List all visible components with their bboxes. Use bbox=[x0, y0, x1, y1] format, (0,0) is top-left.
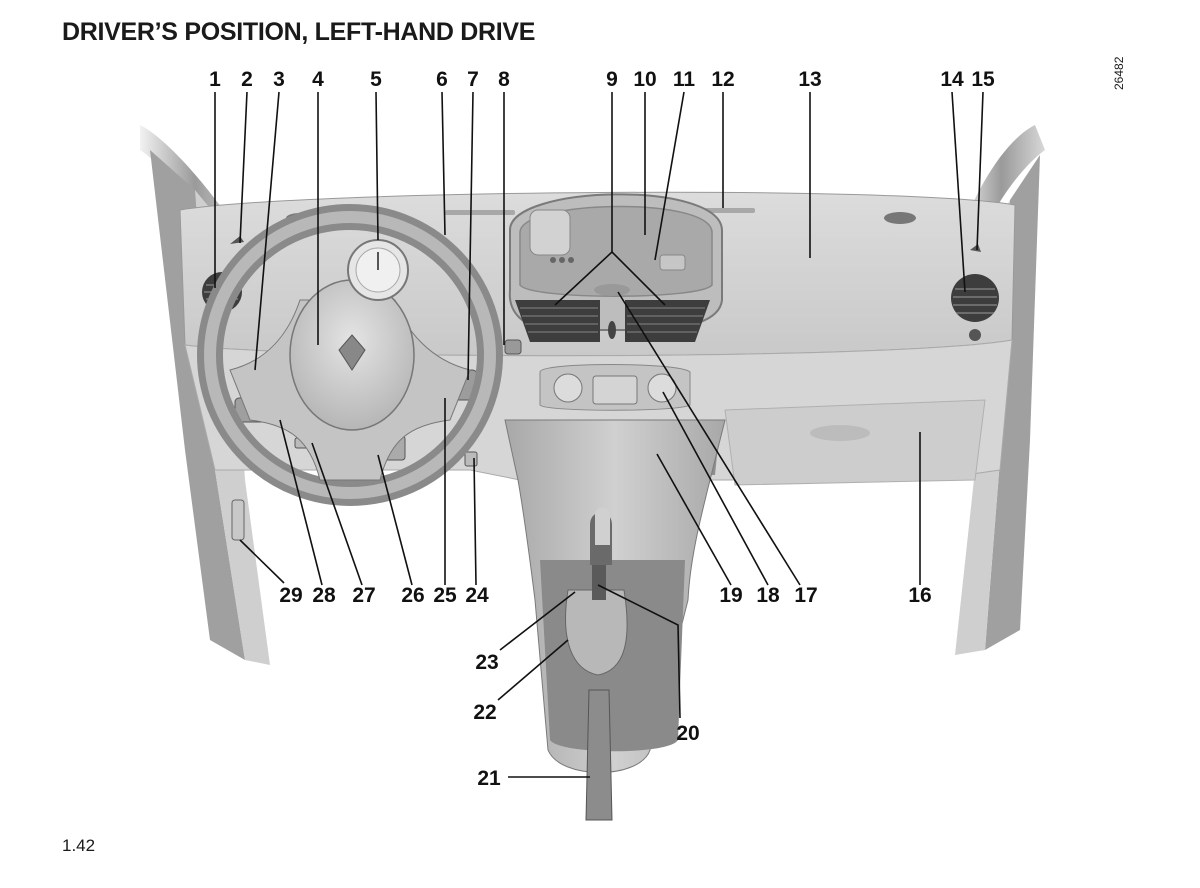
callout-16: 16 bbox=[908, 584, 931, 607]
callout-8: 8 bbox=[498, 68, 510, 91]
callout-20: 20 bbox=[676, 722, 699, 745]
callout-2: 2 bbox=[241, 68, 253, 91]
callout-22: 22 bbox=[473, 701, 496, 724]
callout-5: 5 bbox=[370, 68, 382, 91]
callout-11: 11 bbox=[673, 68, 696, 91]
callout-23: 23 bbox=[475, 651, 498, 674]
callout-21: 21 bbox=[477, 767, 501, 790]
callout-29: 29 bbox=[279, 584, 302, 607]
callout-14: 14 bbox=[940, 68, 964, 91]
callout-12: 12 bbox=[711, 68, 734, 91]
page-number: 1.42 bbox=[62, 836, 96, 855]
callout-3: 3 bbox=[273, 68, 285, 91]
callout-24: 24 bbox=[465, 584, 489, 607]
callout-labels: 1 2 3 4 5 6 7 8 9 10 11 12 13 14 15 16 1… bbox=[209, 68, 995, 790]
callout-1: 1 bbox=[209, 68, 221, 91]
callout-28: 28 bbox=[312, 584, 336, 607]
callout-19: 19 bbox=[719, 584, 742, 607]
callout-26: 26 bbox=[401, 584, 424, 607]
callout-10: 10 bbox=[633, 68, 656, 91]
callout-25: 25 bbox=[433, 584, 457, 607]
callout-7: 7 bbox=[467, 68, 479, 91]
callout-15: 15 bbox=[971, 68, 995, 91]
callout-18: 18 bbox=[756, 584, 780, 607]
callout-13: 13 bbox=[798, 68, 821, 91]
page-title: DRIVER’S POSITION, LEFT-HAND DRIVE bbox=[62, 18, 536, 46]
callout-17: 17 bbox=[794, 584, 817, 607]
callout-4: 4 bbox=[312, 68, 324, 91]
callout-9: 9 bbox=[606, 68, 618, 91]
callout-leader-lines bbox=[214, 91, 984, 778]
callout-6: 6 bbox=[436, 68, 448, 91]
callout-27: 27 bbox=[352, 584, 375, 607]
